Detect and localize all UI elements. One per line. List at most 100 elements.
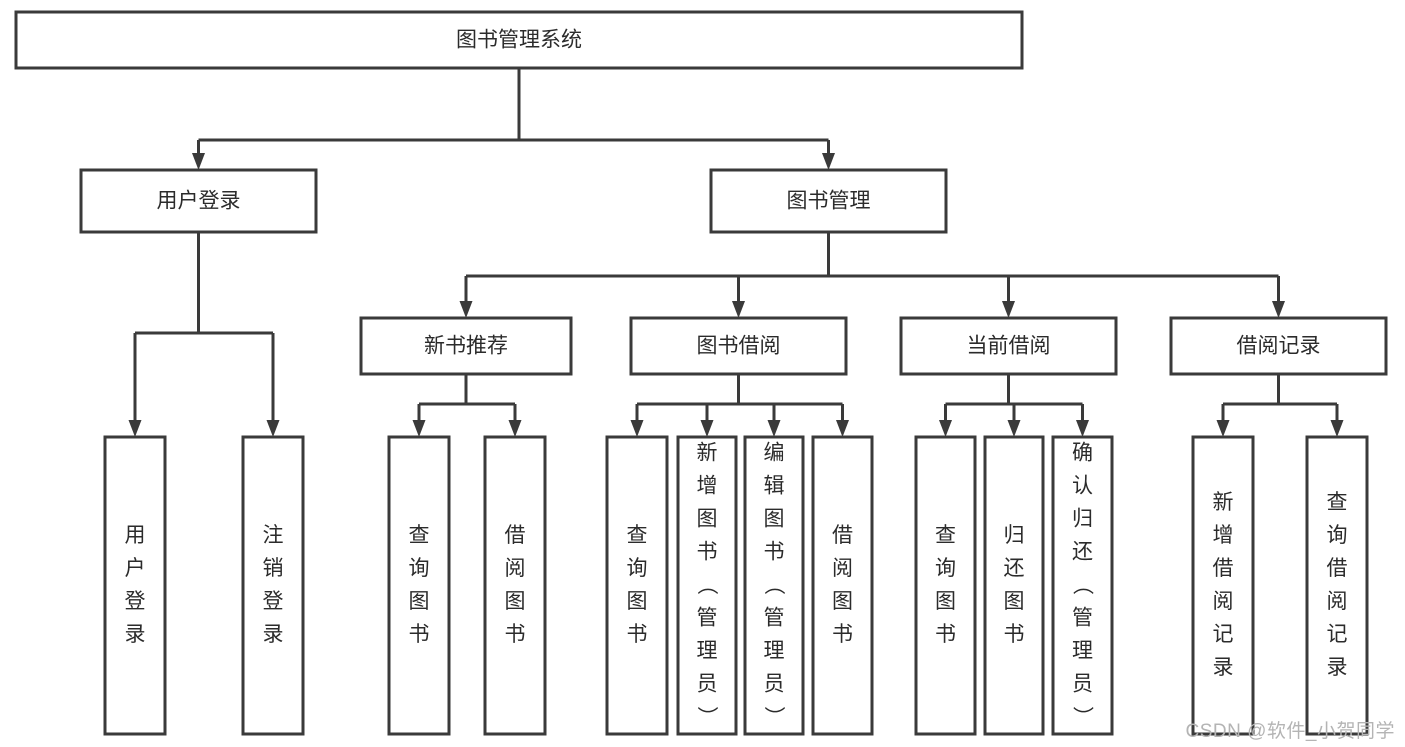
node-label-char: 归 <box>1072 508 1093 531</box>
node-label: 当前借阅 <box>967 335 1051 358</box>
node-label-char: 认 <box>1072 475 1093 498</box>
edge-arrowhead <box>1002 301 1015 318</box>
edge-arrowhead <box>939 420 952 437</box>
node-box[interactable] <box>709 168 948 234</box>
node-box[interactable] <box>79 168 318 234</box>
edge-arrowhead <box>192 153 205 170</box>
edge-arrowhead <box>630 420 644 437</box>
node-root[interactable]: 图书管理系统 <box>14 10 1024 70</box>
node-label-char: 图 <box>832 590 853 613</box>
node-label-char: 管 <box>697 607 718 630</box>
edges-layer <box>128 68 1344 437</box>
node-label-char: 新 <box>1213 491 1234 514</box>
node-label-char: 借 <box>505 524 526 547</box>
watermark-csdn: CSDN @软件_小贺同学 <box>1185 721 1395 742</box>
node-box[interactable] <box>629 316 848 376</box>
node-label-char: 询 <box>627 557 648 580</box>
node-label-char: 注 <box>263 524 284 547</box>
edge-group-new-book-rec <box>412 374 522 437</box>
node-label-char: 员 <box>764 673 785 696</box>
node-label-char: 借 <box>1327 557 1348 580</box>
edge-group-borrow-record <box>1216 374 1344 437</box>
node-label-char: 图 <box>409 590 430 613</box>
node-box[interactable] <box>1305 435 1369 736</box>
edge-arrowhead <box>508 420 522 437</box>
node-label-char: 书 <box>697 541 718 564</box>
node-new-book-rec[interactable]: 新书推荐 <box>359 316 573 376</box>
node-box[interactable] <box>1191 435 1255 736</box>
node-label-char: 询 <box>935 557 956 580</box>
node-box[interactable] <box>811 435 874 736</box>
node-label-char: 图 <box>935 590 956 613</box>
node-label-char: 查 <box>409 524 430 547</box>
node-label-char: 录 <box>263 623 284 646</box>
node-label-char: 还 <box>1072 541 1093 564</box>
node-box[interactable] <box>743 435 805 736</box>
node-label-char: 新 <box>697 442 718 465</box>
node-label-char: 员 <box>1072 673 1093 696</box>
edge-arrowhead <box>128 420 142 437</box>
node-label-char: 管 <box>1072 607 1093 630</box>
node-label-char: 书 <box>409 623 430 646</box>
edge-group-root <box>192 68 835 170</box>
node-box[interactable] <box>1169 316 1388 376</box>
node-box[interactable] <box>676 435 738 736</box>
node-label-char: 辑 <box>764 475 785 498</box>
node-box[interactable] <box>899 316 1118 376</box>
node-label-char: 询 <box>1327 524 1348 547</box>
edge-group-current-borrow <box>939 374 1089 437</box>
node-current-borrow[interactable]: 当前借阅 <box>899 316 1118 376</box>
node-label-char: 理 <box>1072 640 1093 663</box>
node-book-borrow[interactable]: 图书借阅 <box>629 316 848 376</box>
node-box[interactable] <box>103 435 167 736</box>
node-label-char: 户 <box>125 557 146 580</box>
node-label-char: 归 <box>1004 524 1025 547</box>
node-box[interactable] <box>983 435 1045 736</box>
edge-arrowhead <box>700 420 714 437</box>
node-label-char: 登 <box>125 590 146 613</box>
node-box[interactable] <box>914 435 977 736</box>
node-book-manage[interactable]: 图书管理 <box>709 168 948 234</box>
node-label-char: 图 <box>627 590 648 613</box>
node-box[interactable] <box>1051 435 1114 736</box>
node-box[interactable] <box>605 435 669 736</box>
node-label-char: 图 <box>505 590 526 613</box>
node-label-char: 书 <box>832 623 853 646</box>
node-box[interactable] <box>14 10 1024 70</box>
edge-arrowhead <box>1216 420 1230 437</box>
node-box[interactable] <box>241 435 305 736</box>
node-borrow-record[interactable]: 借阅记录 <box>1169 316 1388 376</box>
edge-arrowhead <box>836 420 849 437</box>
node-box[interactable] <box>387 435 451 736</box>
edge-group-book-borrow <box>630 374 849 437</box>
node-label-char: 编 <box>764 442 785 465</box>
node-label-char: 用 <box>125 524 146 547</box>
edge-arrowhead <box>459 301 473 318</box>
node-leaf-user-login[interactable]: 用户登录 <box>103 435 167 736</box>
node-label-char: 录 <box>1213 656 1234 679</box>
node-label-char: 理 <box>764 640 785 663</box>
node-box[interactable] <box>483 435 547 736</box>
node-box[interactable] <box>359 316 573 376</box>
node-label-char: 登 <box>263 590 284 613</box>
node-user-login[interactable]: 用户登录 <box>79 168 318 234</box>
node-label-char: ） <box>1071 706 1094 727</box>
node-label-char: 阅 <box>505 557 526 580</box>
node-label-char: ） <box>695 706 718 727</box>
edge-arrowhead <box>767 420 781 437</box>
node-label-char: 借 <box>1213 557 1234 580</box>
node-label: 用户登录 <box>157 190 241 213</box>
